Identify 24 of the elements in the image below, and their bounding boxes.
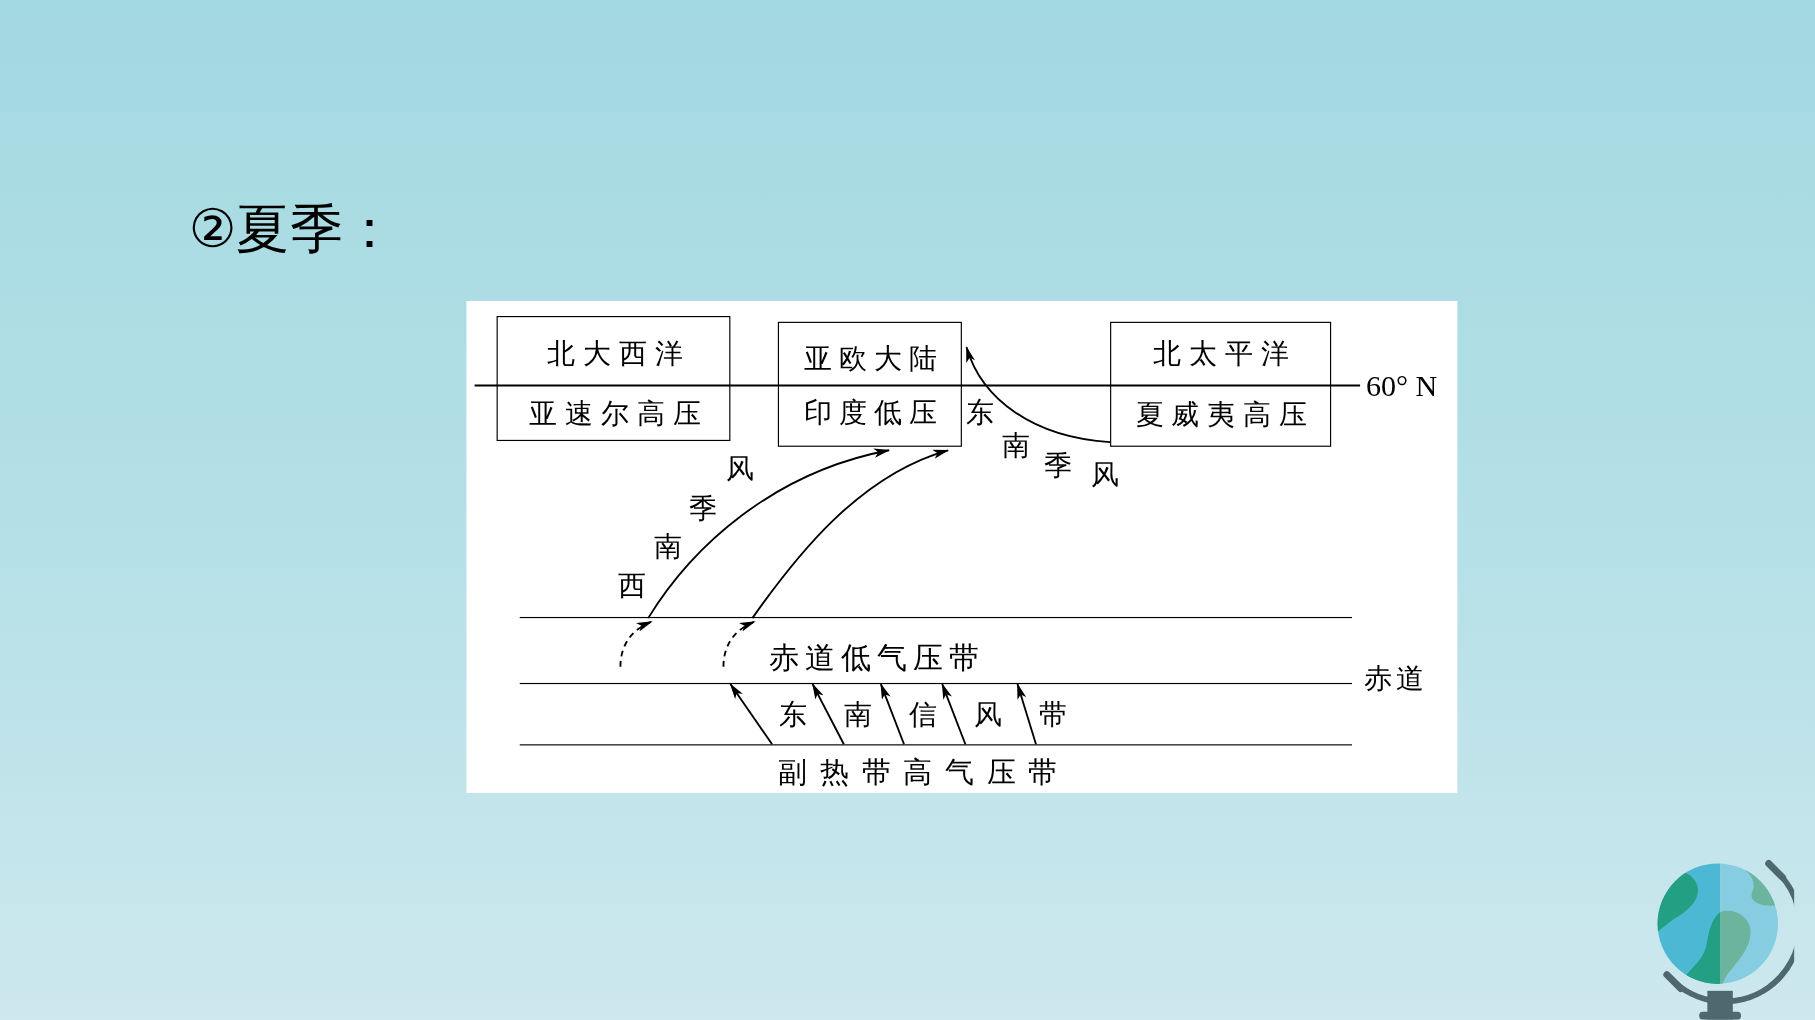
wind-arrow	[729, 683, 773, 746]
wind-arrow	[879, 683, 905, 746]
region-box	[496, 316, 731, 441]
equator-label: 赤道	[1363, 663, 1429, 696]
pressure-label: 印度低压	[803, 397, 944, 430]
belt-label: 副热带高气压带	[777, 756, 1071, 790]
belt-label: 赤道低气压带	[768, 641, 985, 676]
slide-title: ②夏季：	[188, 196, 397, 260]
latitude-label: 60° N	[1365, 369, 1438, 404]
wind-arrow	[1016, 683, 1037, 746]
region-label: 北大西洋	[545, 338, 691, 371]
wind-arrow	[811, 683, 845, 746]
pressure-label: 夏威夷高压	[1134, 399, 1315, 432]
pressure-belt-band	[519, 616, 1352, 685]
dashed-arrow	[722, 620, 756, 668]
edge-label: 东南季风	[966, 395, 1120, 492]
wind-arrow	[965, 346, 1111, 444]
wind-belt-label: 东南信风带	[778, 697, 1068, 731]
edge-label: 西南季风	[618, 452, 754, 603]
region-label: 亚欧大陆	[803, 344, 944, 376]
wind-arrow	[941, 683, 967, 746]
dashed-arrow	[619, 620, 653, 668]
region-label: 北太平洋	[1152, 338, 1297, 371]
pressure-label: 亚速尔高压	[528, 398, 709, 431]
